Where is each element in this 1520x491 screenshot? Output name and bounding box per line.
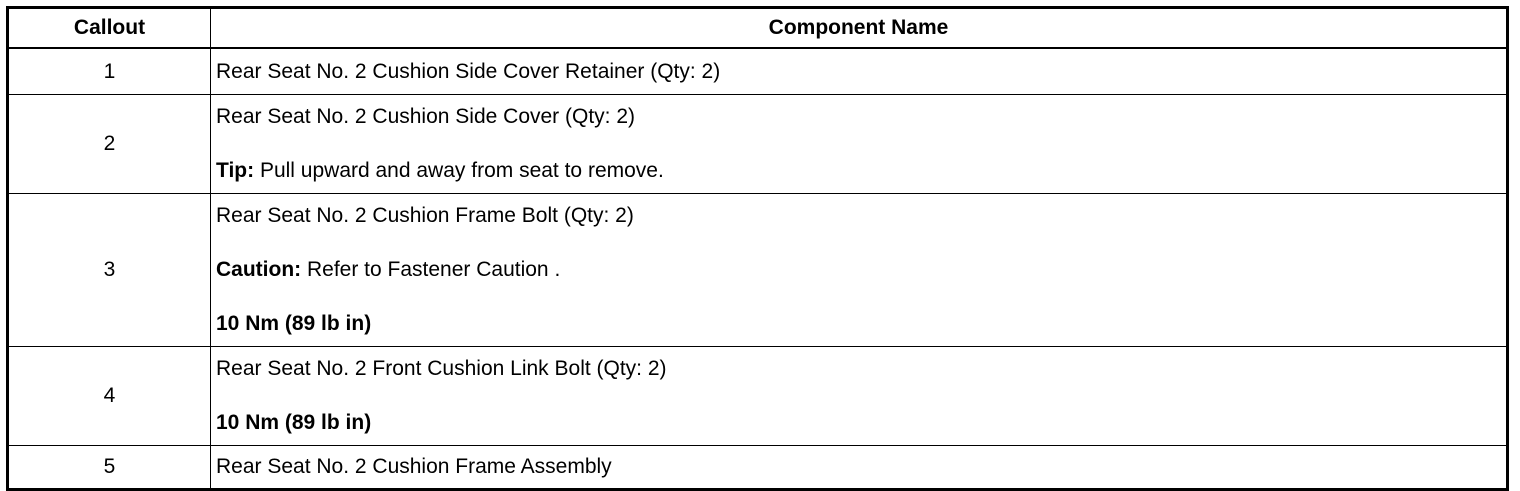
component-name-cell: Rear Seat No. 2 Front Cushion Link Bolt …: [210, 346, 1508, 446]
table-row: 1 Rear Seat No. 2 Cushion Side Cover Ret…: [7, 47, 1508, 95]
callout-cell: 3: [7, 193, 211, 347]
callout-column-header: Callout: [7, 7, 211, 49]
callout-cell: 4: [7, 346, 211, 446]
tip-label: Tip:: [216, 159, 255, 182]
component-name-cell: Rear Seat No. 2 Cushion Frame Assembly: [210, 445, 1508, 490]
callout-cell: 5: [7, 445, 211, 490]
component-table: Callout Component Name 1 Rear Seat No. 2…: [6, 6, 1509, 491]
component-name: Rear Seat No. 2 Front Cushion Link Bolt …: [216, 357, 667, 380]
table-row: 3 Rear Seat No. 2 Cushion Frame Bolt (Qt…: [7, 193, 1508, 347]
component-table-container: Callout Component Name 1 Rear Seat No. 2…: [6, 6, 1509, 491]
caution-text: Refer to Fastener Caution .: [301, 258, 561, 281]
tip-text: Pull upward and away from seat to remove…: [254, 159, 664, 182]
component-name-cell: Rear Seat No. 2 Cushion Frame Bolt (Qty:…: [210, 193, 1508, 347]
table-row: 2 Rear Seat No. 2 Cushion Side Cover (Qt…: [7, 94, 1508, 194]
caution-label: Caution:: [216, 258, 302, 281]
torque-spec: 10 Nm (89 lb in): [216, 312, 372, 335]
component-name: Rear Seat No. 2 Cushion Frame Assembly: [216, 455, 612, 478]
torque-spec: 10 Nm (89 lb in): [216, 411, 372, 434]
component-name: Rear Seat No. 2 Cushion Side Cover (Qty:…: [216, 105, 636, 128]
table-row: 5 Rear Seat No. 2 Cushion Frame Assembly: [7, 445, 1508, 490]
component-name-cell: Rear Seat No. 2 Cushion Side Cover Retai…: [210, 47, 1508, 95]
component-name: Rear Seat No. 2 Cushion Frame Bolt (Qty:…: [216, 204, 634, 227]
caution-note: Caution: Refer to Fastener Caution .: [216, 257, 1506, 283]
callout-cell: 1: [7, 47, 211, 95]
callout-cell: 2: [7, 94, 211, 194]
tip-note: Tip: Pull upward and away from seat to r…: [216, 158, 1506, 184]
component-name: Rear Seat No. 2 Cushion Side Cover Retai…: [216, 59, 721, 83]
table-header-row: Callout Component Name: [7, 7, 1508, 49]
component-name-cell: Rear Seat No. 2 Cushion Side Cover (Qty:…: [210, 94, 1508, 194]
component-name-column-header: Component Name: [210, 7, 1508, 49]
table-row: 4 Rear Seat No. 2 Front Cushion Link Bol…: [7, 346, 1508, 446]
